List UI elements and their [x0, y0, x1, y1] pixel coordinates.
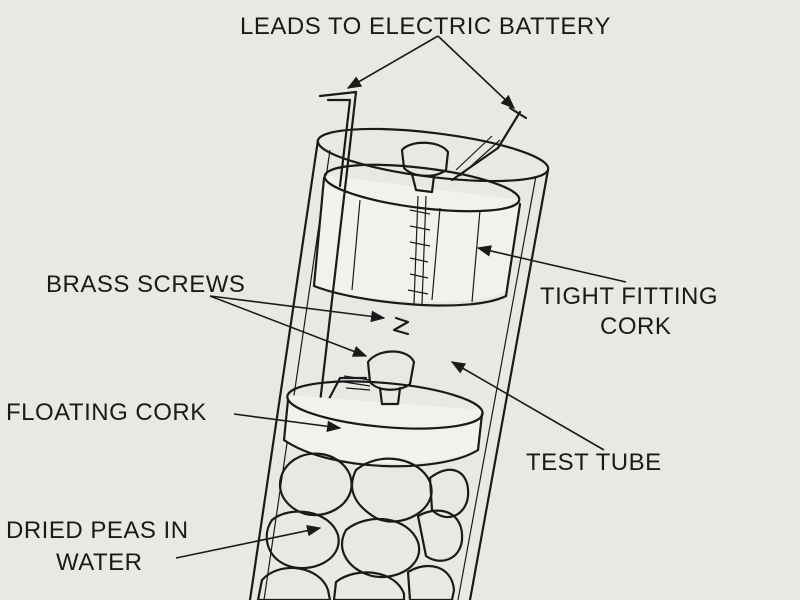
arrow-tight-cork: [476, 245, 627, 283]
arrow-brass-screw-bottom: [209, 295, 368, 357]
tube-right-wall: [468, 168, 550, 600]
bottom-brass-screw: [343, 350, 416, 406]
arrow-dried-peas: [175, 525, 322, 559]
arrow-floating-cork: [233, 413, 342, 433]
leader-lines: [175, 35, 627, 559]
label-test-tube: TEST TUBE: [526, 449, 662, 476]
label-tight-cork-line1: TIGHT FITTING: [540, 283, 718, 310]
arrow-test-tube: [450, 361, 605, 451]
floating-cork: [282, 380, 484, 468]
label-brass-screws: BRASS SCREWS: [46, 271, 245, 298]
tight-fitting-cork: [312, 163, 522, 307]
label-dried-peas-line2: WATER: [56, 549, 143, 576]
right-lead-wire: [450, 110, 522, 182]
tube-rim: [316, 127, 550, 183]
arrow-brass-screw-top: [209, 295, 386, 323]
screw-tip: [392, 316, 410, 336]
arrow-leads-right: [437, 35, 516, 109]
label-tight-cork-line2: CORK: [600, 313, 671, 340]
left-lead-wire: [316, 90, 358, 422]
arrow-leads-left: [346, 35, 439, 89]
label-floating-cork: FLOATING CORK: [6, 399, 207, 426]
tube-left-wall: [248, 138, 320, 600]
label-dried-peas-line1: DRIED PEAS IN: [6, 517, 189, 544]
top-brass-screw: [392, 141, 450, 336]
dried-peas: [256, 452, 470, 600]
label-leads: LEADS TO ELECTRIC BATTERY: [240, 13, 611, 40]
